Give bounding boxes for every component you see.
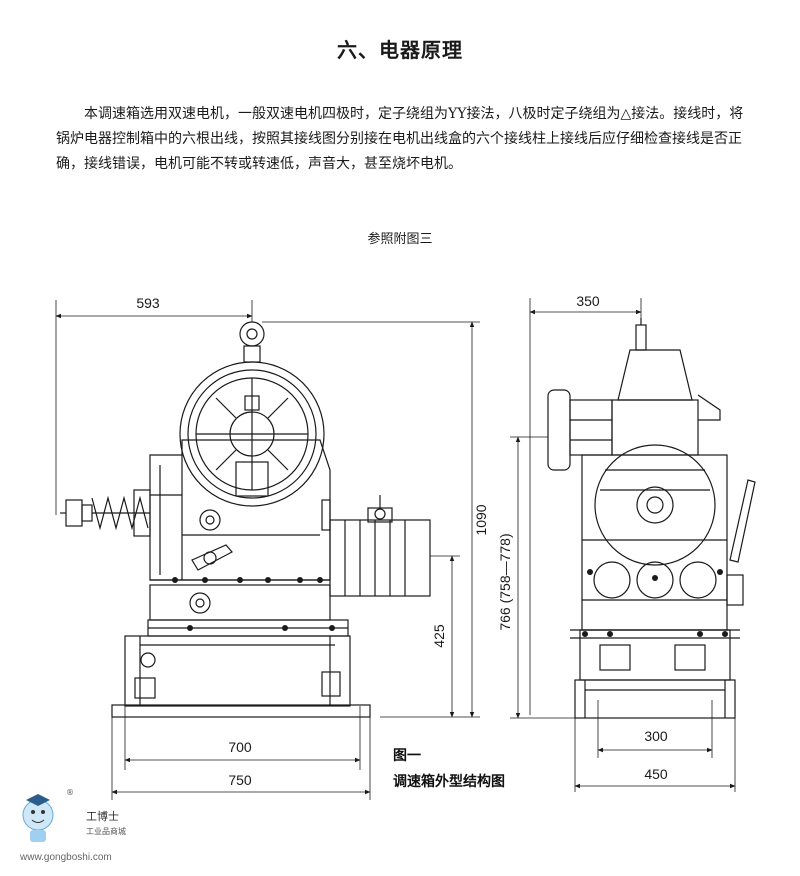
side-view: [510, 298, 756, 792]
reference-note: 参照附图三: [367, 232, 433, 247]
handwheel: [179, 361, 325, 507]
dim-label-700: 700: [228, 739, 252, 755]
side-lever: [729, 479, 756, 563]
watermark-url: www.gongboshi.com: [19, 852, 112, 863]
dim-label-425: 425: [431, 624, 447, 648]
dim-label-350: 350: [576, 293, 600, 309]
motor: [321, 495, 431, 597]
dim-label-593: 593: [136, 295, 160, 311]
dim-label-1090: 1090: [473, 504, 489, 535]
body-paragraph: 本调速箱选用双速电机，一般双速电机四极时，定子绕组为YY接法，八极时定子绕组为△…: [56, 106, 744, 172]
watermark-subtitle: 工业品商城: [86, 826, 126, 836]
worm-spring: [60, 489, 151, 537]
side-wheel-rim: [547, 389, 571, 471]
front-view: [55, 300, 480, 800]
front-base-frame: [124, 635, 351, 707]
dim-label-300: 300: [644, 728, 668, 744]
side-base: [574, 679, 736, 719]
front-base-plate: [111, 704, 371, 718]
figure-caption: 调速箱外型结构图: [393, 773, 505, 790]
watermark-registered-mark: ®: [66, 788, 74, 797]
watermark-logo: [22, 794, 54, 842]
page-title: 六、电器原理: [337, 38, 463, 62]
dim-label-766: 766 (758—778): [497, 533, 513, 630]
side-body: [581, 454, 728, 631]
dim-label-750: 750: [228, 772, 252, 788]
watermark-name: 工博士: [86, 810, 119, 823]
front-gearbox: [149, 439, 331, 581]
dim-label-450: 450: [644, 766, 668, 782]
figure-number: 图一: [393, 748, 421, 764]
